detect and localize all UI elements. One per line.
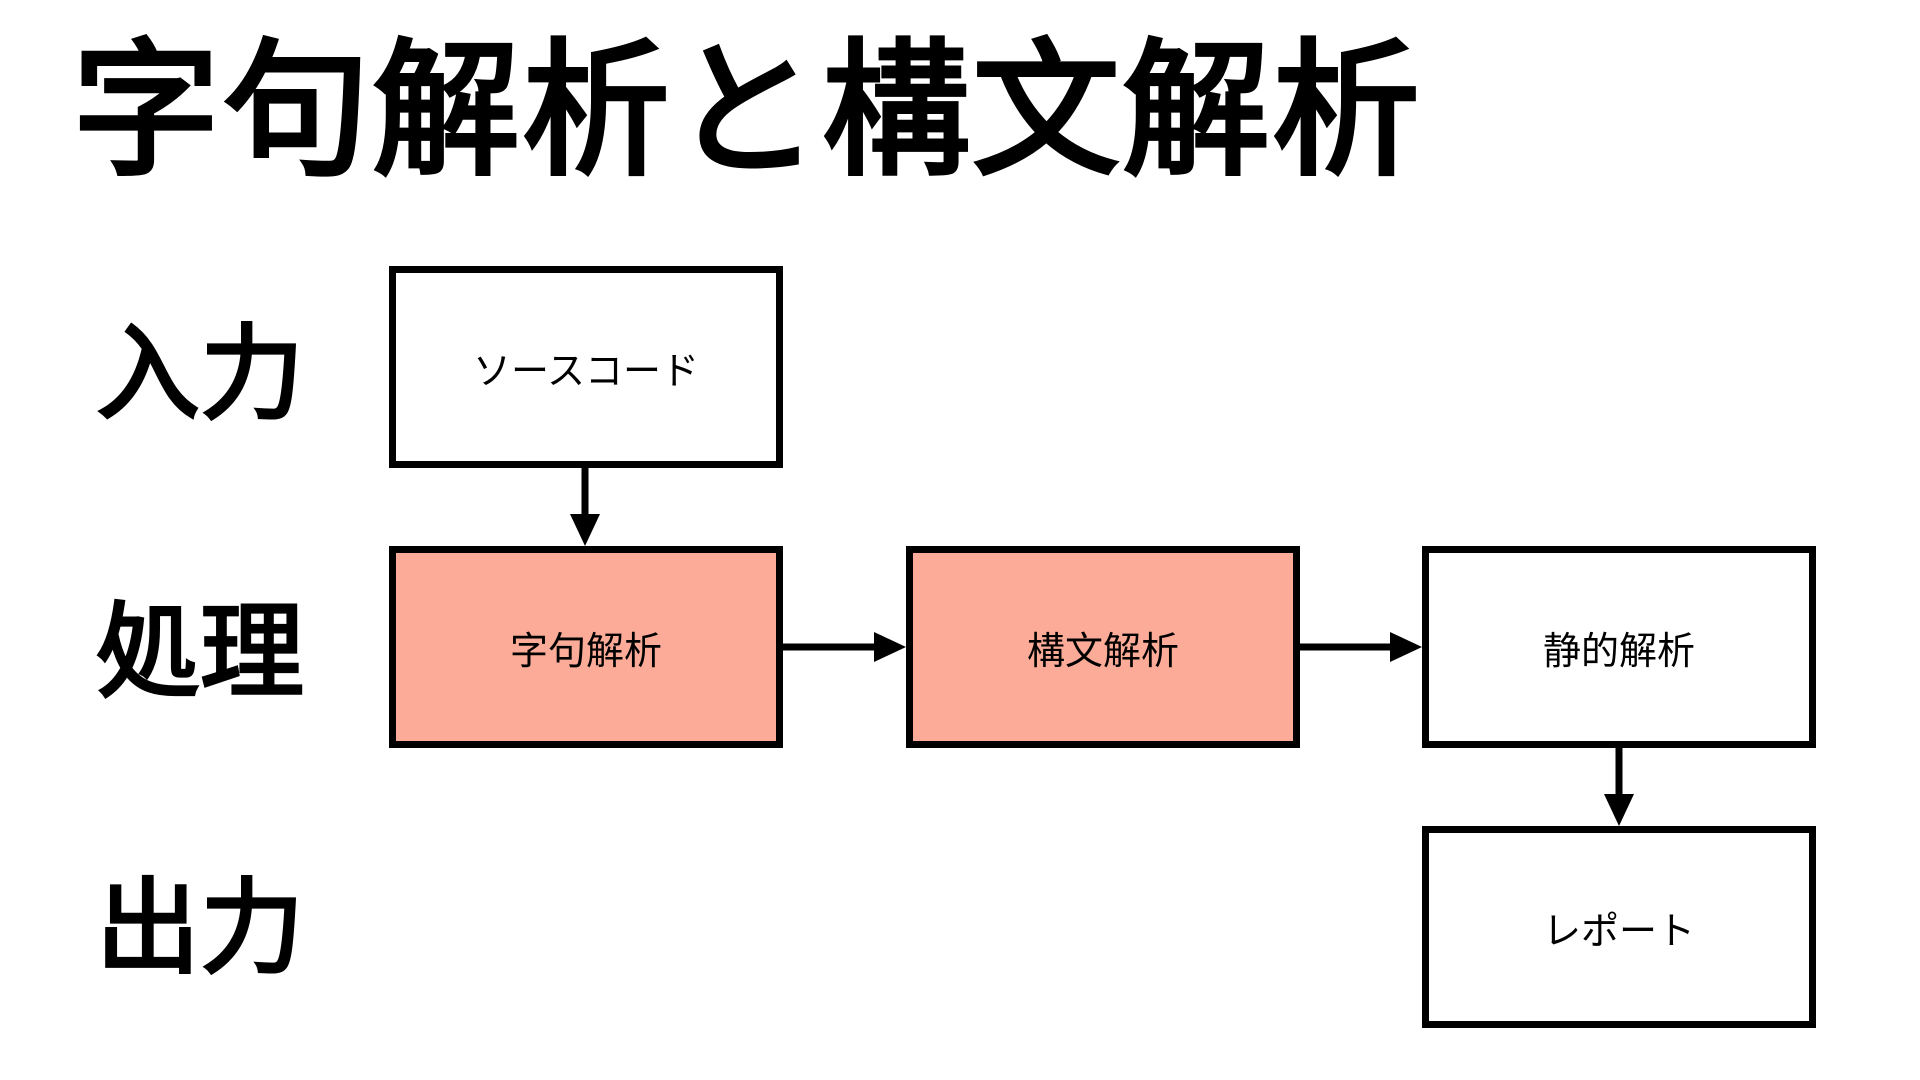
row-label-input: 入力 bbox=[96, 313, 305, 435]
arrow-lexical-to-syntax bbox=[783, 632, 906, 662]
node-syntax-analysis: 構文解析 bbox=[906, 546, 1300, 748]
node-static-analysis: 静的解析 bbox=[1422, 546, 1816, 748]
row-label-output: 出力 bbox=[96, 867, 305, 989]
node-lexical-analysis: 字句解析 bbox=[389, 546, 783, 748]
node-source-code: ソースコード bbox=[389, 266, 783, 468]
arrow-source-to-lexical bbox=[570, 468, 600, 546]
node-source-code-label: ソースコード bbox=[472, 348, 700, 393]
node-syntax-analysis-label: 構文解析 bbox=[1026, 628, 1179, 673]
node-report: レポート bbox=[1422, 826, 1816, 1028]
slide-title: 字句解析と構文解析 bbox=[72, 25, 1422, 197]
node-lexical-analysis-label: 字句解析 bbox=[509, 628, 662, 673]
arrow-syntax-to-static bbox=[1300, 632, 1422, 662]
arrow-static-to-report bbox=[1604, 748, 1634, 826]
row-label-process: 処理 bbox=[96, 591, 305, 713]
node-report-label: レポート bbox=[1542, 908, 1695, 953]
node-static-analysis-label: 静的解析 bbox=[1542, 628, 1695, 673]
